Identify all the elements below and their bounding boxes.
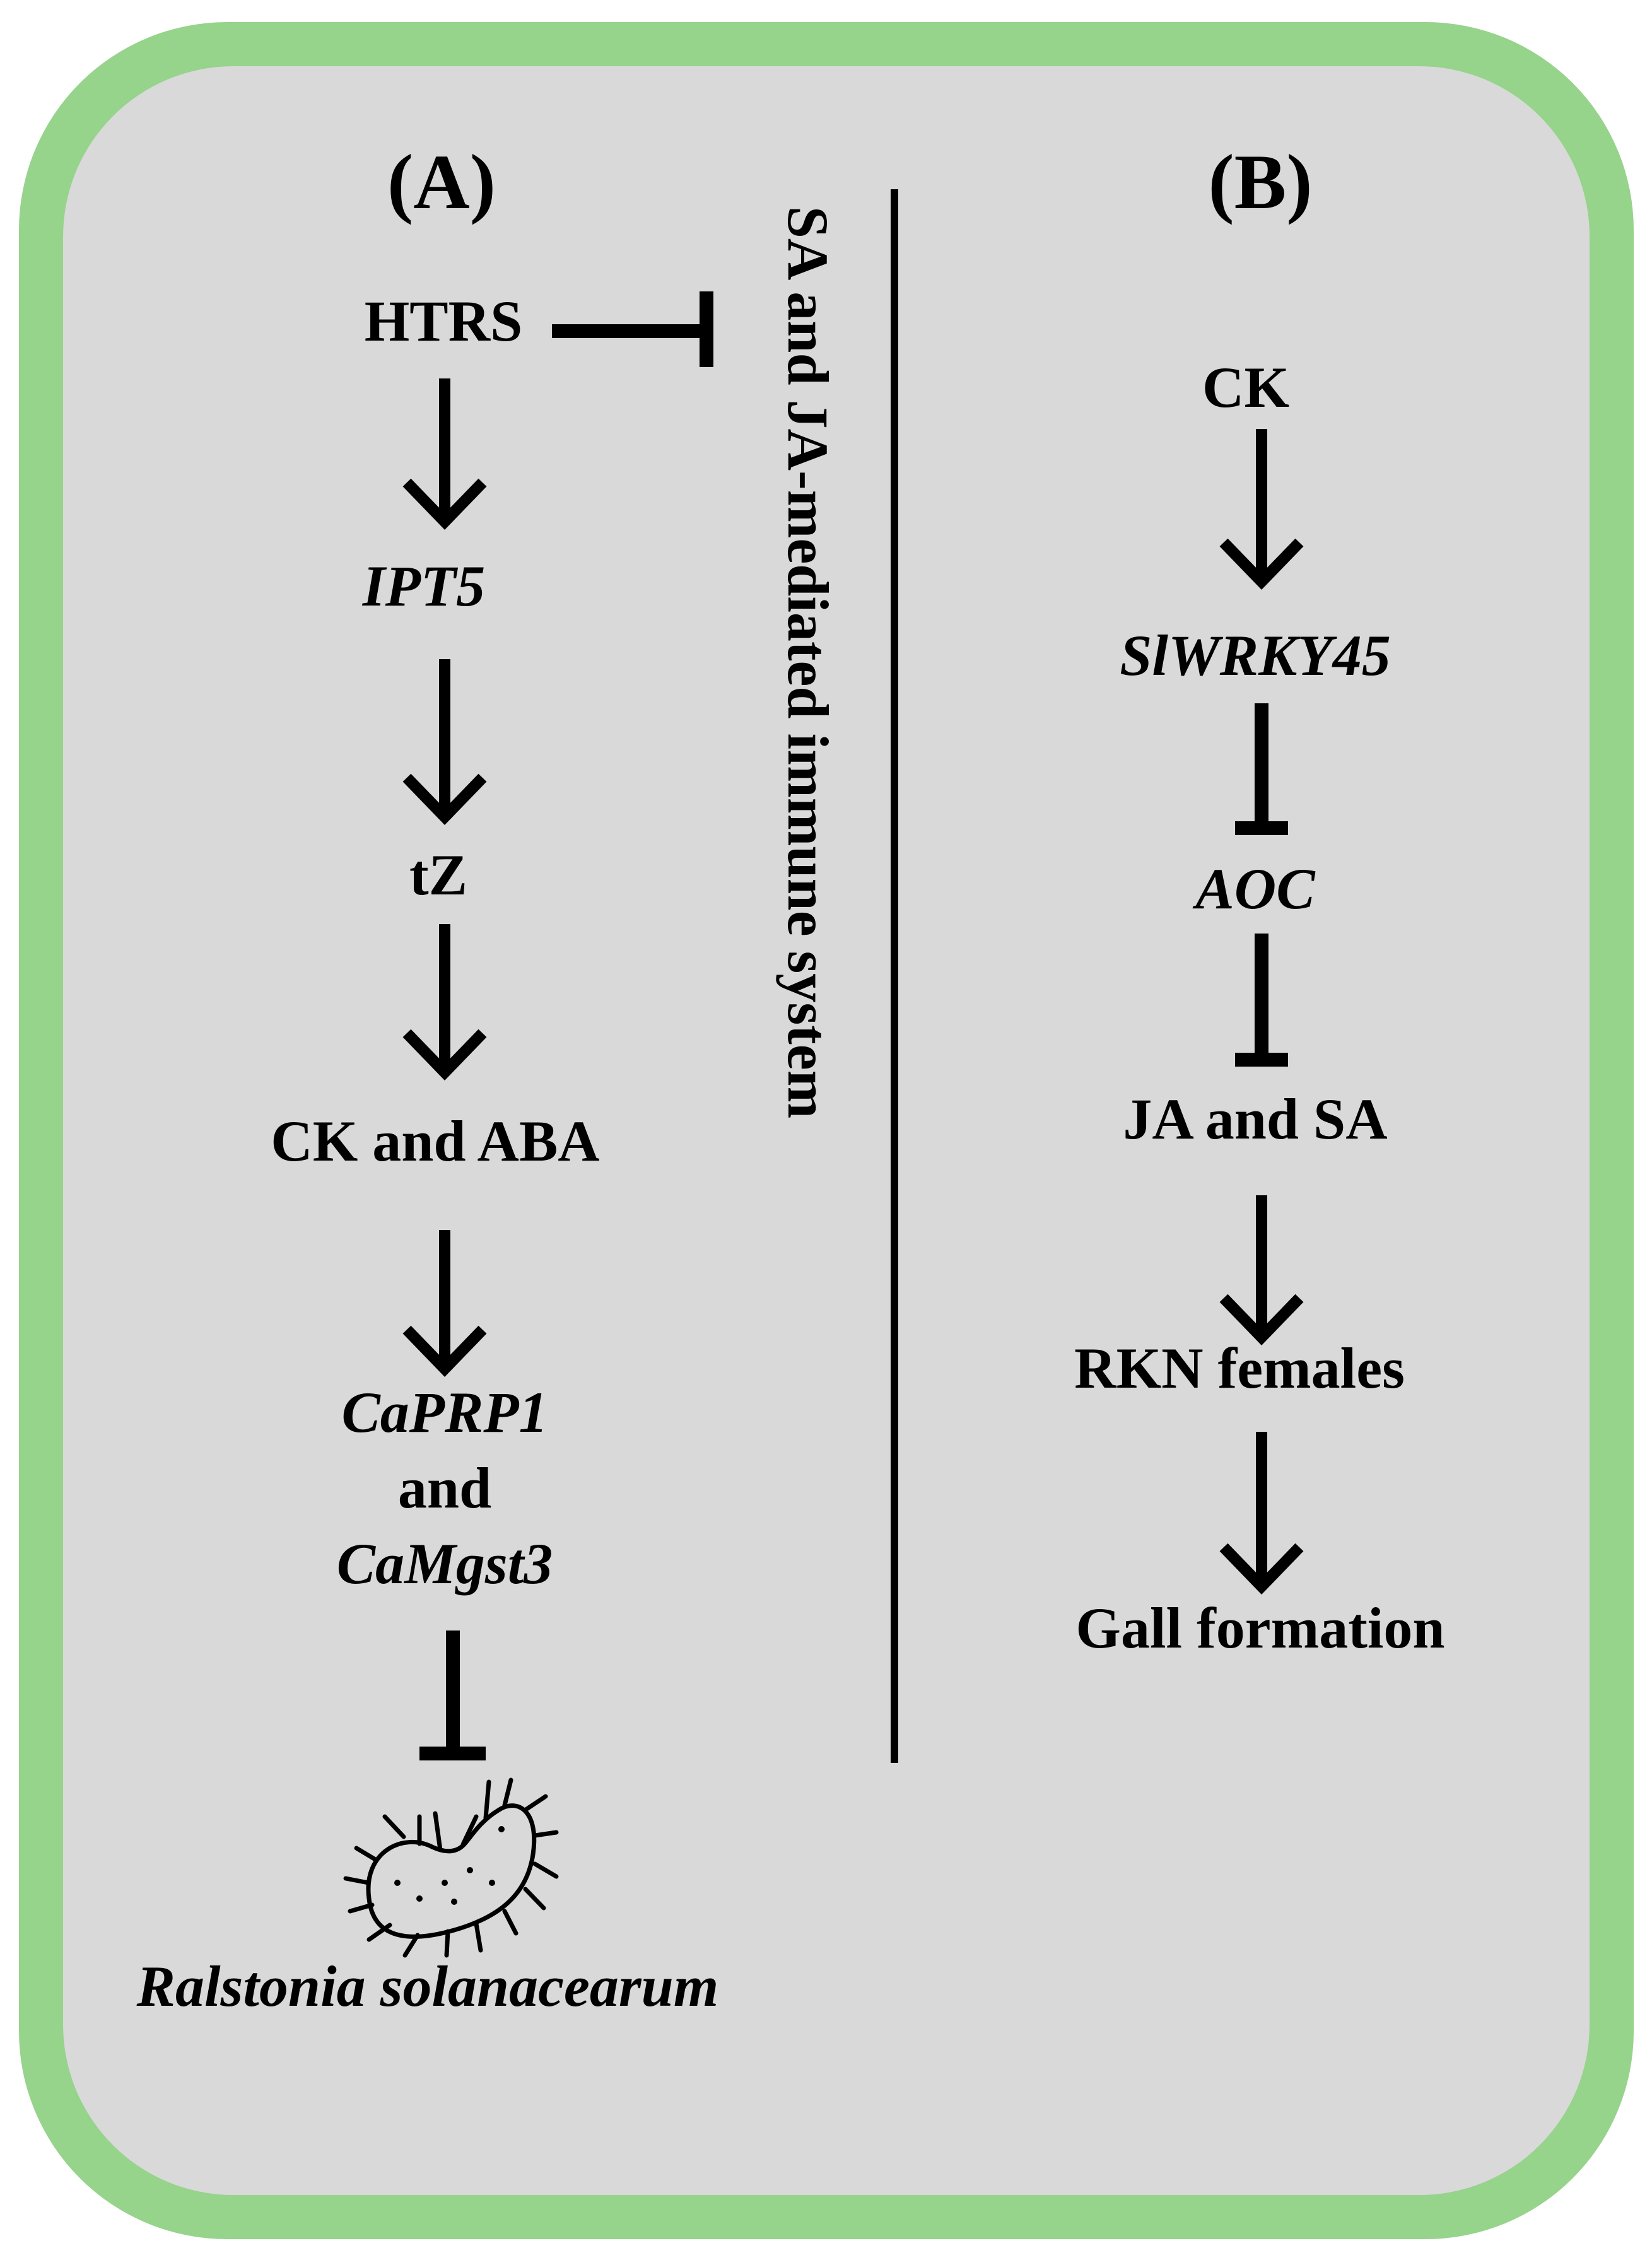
node-pathogen: Ralstonia solanacearum <box>136 1954 719 2018</box>
arrow-ck-slwrky45 <box>1219 429 1304 590</box>
node-caprp1: CaPRP1 <box>341 1380 548 1444</box>
node-gall: Gall formation <box>1075 1596 1444 1660</box>
node-slwrky45: SlWRKY45 <box>1120 623 1390 688</box>
panel-b-label: (B) <box>1208 139 1312 225</box>
bacterium-icon <box>343 1777 559 1958</box>
inhibition-genes-pathogen <box>419 1631 486 1760</box>
arrow-tz-ck-aba <box>402 924 487 1080</box>
arrow-ck-aba-caprp1 <box>402 1230 487 1377</box>
node-aoc: AOC <box>1192 857 1316 921</box>
node-and: and <box>398 1456 491 1520</box>
arrow-rkn-gall <box>1219 1432 1304 1595</box>
frame-background <box>63 66 1590 2195</box>
node-ja-sa: JA and SA <box>1123 1087 1387 1151</box>
node-htrs: HTRS <box>365 289 523 353</box>
inhibition-htrs-immune <box>552 291 713 367</box>
arrow-ipt5-tz <box>402 659 487 825</box>
arrow-htrs-ipt5 <box>402 378 487 530</box>
node-ck-aba: CK and ABA <box>271 1109 600 1173</box>
node-ipt5: IPT5 <box>362 554 485 618</box>
node-ck: CK <box>1202 355 1289 419</box>
node-camgst3: CaMgst3 <box>337 1531 553 1596</box>
node-tz: tZ <box>409 843 467 907</box>
node-rkn: RKN females <box>1074 1336 1405 1400</box>
arrow-ja-sa-rkn <box>1219 1195 1304 1345</box>
inhibition-aoc-ja-sa <box>1235 934 1288 1067</box>
immune-system-label: SA and JA-mediated immune system <box>776 206 840 1118</box>
inhibition-slwrky45-aoc <box>1235 703 1288 835</box>
panel-a-label: (A) <box>387 139 496 225</box>
